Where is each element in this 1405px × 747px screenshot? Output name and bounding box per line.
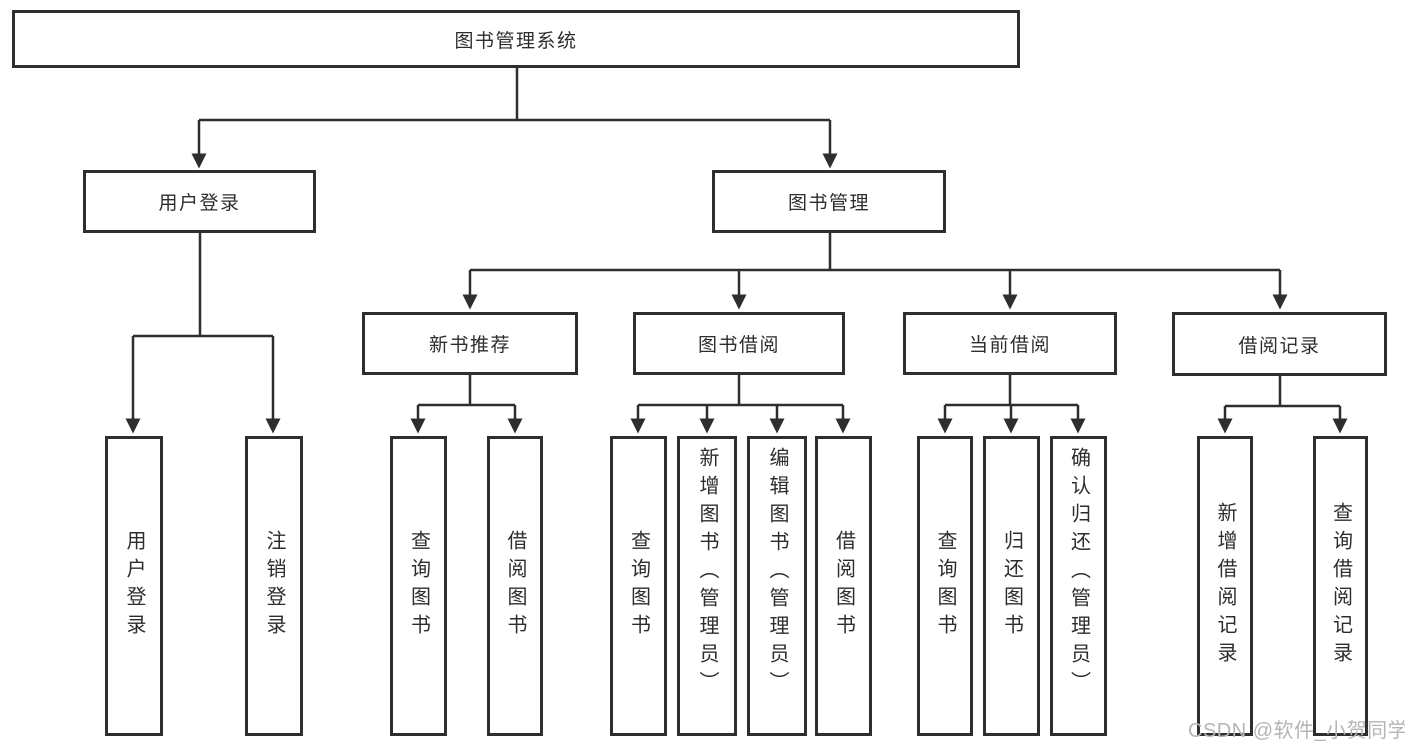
leaf-borrow-books-recommend: 借阅图书	[487, 436, 543, 736]
leaf-confirm-return-admin: 确认归还（管理员）	[1050, 436, 1107, 736]
leaf-add-borrow-record: 新增借阅记录	[1197, 436, 1253, 736]
leaf-query-borrow-record: 查询借阅记录	[1313, 436, 1368, 736]
node-current-borrowing: 当前借阅	[903, 312, 1117, 375]
leaf-query-books-recommend: 查询图书	[390, 436, 447, 736]
node-new-book-recommendation: 新书推荐	[362, 312, 578, 375]
node-book-borrowing: 图书借阅	[633, 312, 845, 375]
csdn-watermark: CSDN @软件_小贺同学	[1188, 720, 1405, 742]
leaf-logout: 注销登录	[245, 436, 303, 736]
leaf-add-book-admin: 新增图书（管理员）	[677, 436, 737, 736]
leaf-query-books-borrowing: 查询图书	[610, 436, 667, 736]
node-borrowing-records: 借阅记录	[1172, 312, 1387, 376]
leaf-edit-book-admin: 编辑图书（管理员）	[747, 436, 807, 736]
node-user-login: 用户登录	[83, 170, 316, 233]
node-book-management: 图书管理	[712, 170, 946, 233]
leaf-user-login: 用户登录	[105, 436, 163, 736]
node-library-management-system: 图书管理系统	[12, 10, 1020, 68]
leaf-return-books: 归还图书	[983, 436, 1040, 736]
leaf-query-books-current: 查询图书	[917, 436, 973, 736]
leaf-borrow-books: 借阅图书	[815, 436, 872, 736]
